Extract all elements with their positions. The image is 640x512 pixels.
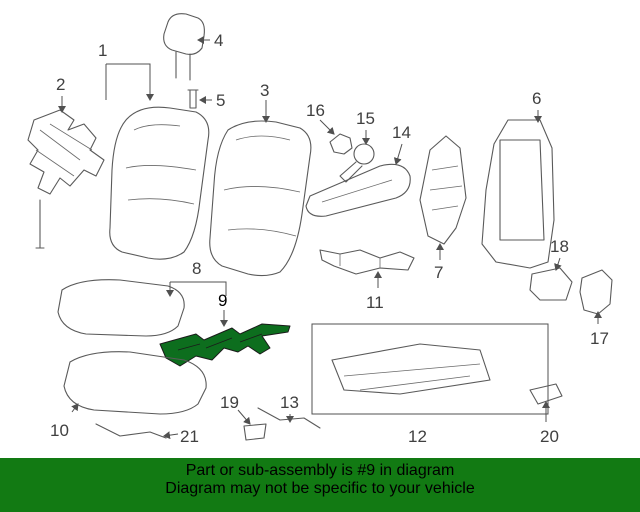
headrest-guide-part xyxy=(187,89,199,109)
seatback-cover-part xyxy=(109,106,210,260)
callout-5: 5 xyxy=(216,91,225,110)
callout-3: 3 xyxy=(260,81,269,100)
callout-labels: 1 2 3 4 5 6 7 8 9 10 11 12 13 14 15 16 1… xyxy=(50,31,609,446)
trim-part xyxy=(529,383,563,405)
callout-21: 21 xyxy=(180,427,199,446)
clip-part xyxy=(243,423,267,441)
harness-part xyxy=(319,249,415,275)
callout-14: 14 xyxy=(392,123,411,142)
seatback-pad-part xyxy=(209,120,312,277)
callout-1: 1 xyxy=(98,41,107,60)
seat-heater-part xyxy=(159,323,291,367)
seat-cushion-pad-part xyxy=(63,351,207,415)
cushion-harness-part xyxy=(95,423,167,439)
bracket-part xyxy=(529,267,573,301)
seat-cushion-cover-part xyxy=(57,279,185,337)
info-banner: Part or sub-assembly is #9 in diagram Di… xyxy=(0,458,640,512)
knob-part xyxy=(329,133,353,155)
callout-2: 2 xyxy=(56,75,65,94)
callout-18: 18 xyxy=(550,237,569,256)
leader-lines xyxy=(58,36,602,440)
seat-adjuster-part xyxy=(311,323,549,415)
cover-part xyxy=(579,269,613,315)
callout-17: 17 xyxy=(590,329,609,348)
seatback-mat-part xyxy=(27,109,105,249)
callout-15: 15 xyxy=(356,109,375,128)
callout-9: 9 xyxy=(218,291,227,310)
callout-10: 10 xyxy=(50,421,69,440)
callout-8: 8 xyxy=(192,259,201,278)
callout-4: 4 xyxy=(214,31,223,50)
callout-20: 20 xyxy=(540,427,559,446)
side-shield-part xyxy=(305,163,411,217)
callout-6: 6 xyxy=(532,89,541,108)
headrest-part xyxy=(163,13,205,81)
callout-19: 19 xyxy=(220,393,239,412)
parts-diagram: 1 2 3 4 5 6 7 8 9 10 11 12 13 14 15 16 1… xyxy=(27,13,613,446)
banner-line-1: Part or sub-assembly is #9 in diagram xyxy=(185,462,455,479)
lumbar-frame-part xyxy=(419,135,467,245)
callout-12: 12 xyxy=(408,427,427,446)
callout-7: 7 xyxy=(434,263,443,282)
callout-11: 11 xyxy=(366,293,384,312)
callout-13: 13 xyxy=(280,393,299,412)
banner-line-2: Diagram may not be specific to your vehi… xyxy=(165,480,475,497)
seatback-frame-part xyxy=(481,119,555,269)
callout-16: 16 xyxy=(306,101,325,120)
